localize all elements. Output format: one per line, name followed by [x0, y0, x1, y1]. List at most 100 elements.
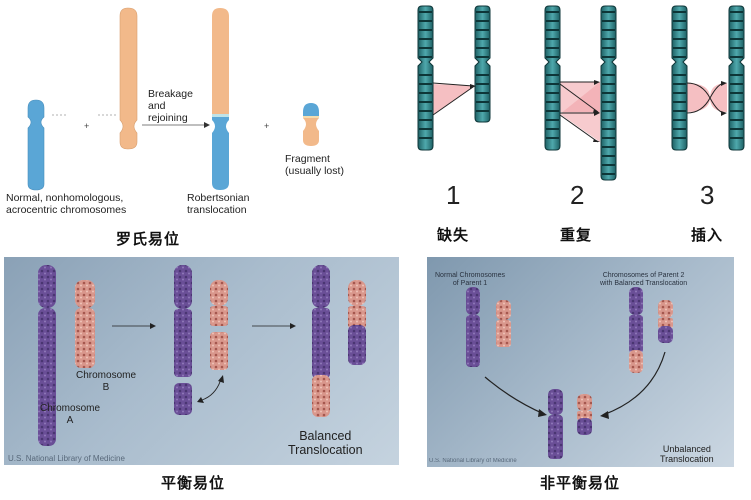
- chromosome-band: [546, 119, 559, 121]
- chromosome-band: [730, 92, 743, 94]
- chromosome-b-label-line: B: [102, 381, 110, 393]
- breakage-label-line: rejoining: [148, 112, 188, 125]
- duplication-highlight-core: [560, 82, 600, 112]
- chromosome-band: [673, 20, 686, 22]
- chromosome-band: [419, 137, 432, 139]
- structural-diagram: [417, 5, 745, 181]
- chromosome-band: [419, 74, 432, 76]
- robertsonian-chromosome: [212, 8, 229, 190]
- translocated-chromosome-b: [348, 280, 366, 365]
- orange-acrocentric-chromosome: [119, 7, 138, 150]
- chromosome-band: [476, 20, 489, 22]
- insertion-result-chromosome: [728, 5, 745, 151]
- chromosome-band: [673, 56, 686, 58]
- blue-acrocentric-chromosome: [27, 99, 45, 191]
- chromosome-band: [546, 101, 559, 103]
- chromosome-a-label-line: A: [66, 414, 74, 426]
- structural-arrows: [432, 81, 726, 143]
- parent2-arrow: [602, 351, 666, 416]
- parent1-chromosome-a: [466, 287, 480, 367]
- chromosome-band: [419, 11, 432, 13]
- chromosome-band: [673, 74, 686, 76]
- chromosome-band: [673, 110, 686, 112]
- unbalanced-diagram: [466, 287, 673, 459]
- chromosome-band: [419, 119, 432, 121]
- deletion-arrow-top: [432, 82, 474, 87]
- swap-arrowhead-top: [218, 375, 224, 383]
- chromosome-band: [730, 128, 743, 130]
- chromosome-band: [546, 128, 559, 130]
- chromosome-band: [419, 110, 432, 112]
- chromosome-band: [602, 47, 615, 49]
- breakage-arrowhead: [204, 122, 210, 128]
- balanced-label-line: Translocation: [288, 443, 363, 458]
- fragment-chromosome: [303, 103, 319, 146]
- unbalanced-panel: Normal Chromosomes of Parent 1 Chromosom…: [427, 257, 734, 467]
- chromosome-band: [419, 83, 432, 85]
- chromosome-band: [673, 11, 686, 13]
- deletion-result-chromosome: [474, 5, 491, 123]
- chromosome-band: [673, 29, 686, 31]
- plus-sign-1: +: [84, 121, 89, 131]
- chromosome-band: [546, 11, 559, 13]
- chromosome-band: [730, 47, 743, 49]
- chromosome-band: [419, 101, 432, 103]
- chromosome-band: [419, 38, 432, 40]
- chromosome-b-label: Chromosome B: [76, 370, 136, 393]
- deletion-source-chromosome: [417, 5, 434, 151]
- chromosome-band: [673, 92, 686, 94]
- chromosome-band: [476, 74, 489, 76]
- breakage-label-line: and: [148, 100, 166, 113]
- chromosome-band: [602, 119, 615, 121]
- chromosome-band: [419, 20, 432, 22]
- chromosome-b-broken: [210, 280, 228, 370]
- structural-chromosomes: [417, 5, 745, 181]
- chromosome-band: [476, 11, 489, 13]
- plus-sign-2: +: [264, 121, 269, 131]
- duplication-result-chromosome: [600, 5, 617, 181]
- chromosome-band: [546, 92, 559, 94]
- parent2-label-line: with Balanced Translocation: [600, 280, 688, 288]
- deletion-label: 缺失: [437, 226, 470, 244]
- chromosome-band: [730, 119, 743, 121]
- parent2-label-line: Chromosomes of Parent 2: [602, 272, 685, 279]
- arrow-1-head: [150, 323, 156, 329]
- insertion-label: 插入: [691, 226, 724, 244]
- parent2-chromosome-b: [658, 300, 673, 343]
- chromosome-band: [602, 128, 615, 130]
- chromosome-band: [546, 110, 559, 112]
- offspring-chromosome-b: [577, 394, 592, 435]
- translocated-chromosome-a: [312, 265, 330, 417]
- chromosome-band: [419, 56, 432, 58]
- label-number-2: 2: [570, 180, 585, 210]
- chromosome-band: [476, 47, 489, 49]
- balanced-panel: Chromosome B Chromosome A Balanced Trans…: [4, 257, 399, 465]
- chromosome-band: [730, 20, 743, 22]
- chromosome-band: [602, 101, 615, 103]
- duplication-source-chromosome: [544, 5, 561, 151]
- balanced-title: 平衡易位: [161, 474, 226, 492]
- dup-arrow-2: [559, 83, 599, 113]
- chromosome-band: [546, 38, 559, 40]
- chromosome-band: [602, 137, 615, 139]
- chromosome-band: [602, 110, 615, 112]
- parent1-label: Normal Chromosomes of Parent 1: [435, 272, 505, 288]
- chromosome-band: [602, 38, 615, 40]
- breakage-label-line: Breakage: [148, 88, 193, 100]
- chromosome-band: [602, 20, 615, 22]
- insertion-source-chromosome: [671, 5, 688, 151]
- chromosome-band: [419, 128, 432, 130]
- chromosome-band: [730, 110, 743, 112]
- label-number-1: 1: [446, 180, 461, 210]
- parent2-label: Chromosomes of Parent 2 with Balanced Tr…: [600, 272, 687, 288]
- chromosome-band: [476, 56, 489, 58]
- chromosome-band: [673, 101, 686, 103]
- chromosome-band: [546, 20, 559, 22]
- unbalanced-title: 非平衡易位: [540, 474, 621, 492]
- robertsonian-title: 罗氏易位: [116, 230, 181, 248]
- chromosome-band: [730, 83, 743, 85]
- chromosome-band: [476, 92, 489, 94]
- arrow-2-head: [290, 323, 296, 329]
- swap-arrowhead-bottom: [197, 397, 204, 403]
- chromosome-band: [419, 29, 432, 31]
